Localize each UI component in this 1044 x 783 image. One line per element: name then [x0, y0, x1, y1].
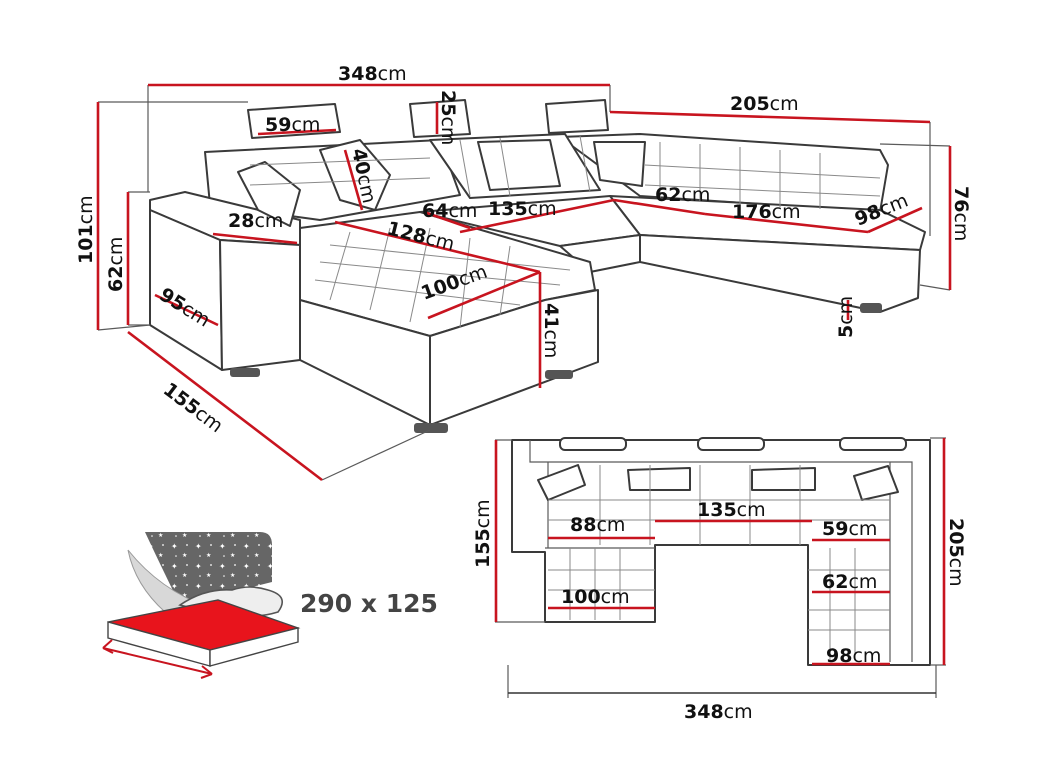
dim-chaise-right-mid: 62cm — [822, 571, 877, 593]
dim-armrest-height: 62cm — [105, 237, 127, 292]
dim-depth-left: 155cm — [472, 499, 494, 568]
dim-total-depth: 155cm — [159, 378, 227, 437]
bed-size-label: 290 x 125 — [300, 589, 438, 618]
dim-seat-d: 176cm — [732, 201, 801, 223]
dim-left-seat: 88cm — [570, 514, 625, 536]
perspective-dimension-labels: 348cm 205cm 59cm 25cm 101cm 62cm 40cm 76… — [75, 63, 972, 437]
bed-function-icon: 290 x 125 — [102, 532, 438, 679]
top-view-dimension-lines — [494, 438, 946, 694]
dim-chaise-left: 100cm — [561, 586, 630, 608]
dim-total-height: 101cm — [75, 195, 97, 264]
dim-depth-right: 205cm — [945, 518, 967, 587]
dim-corner-height: 76cm — [950, 186, 972, 241]
dim-middle-seat: 135cm — [697, 499, 766, 521]
perspective-dimension-lines — [96, 83, 952, 482]
dim-seat-c: 62cm — [655, 184, 710, 206]
dim-seat-a: 64cm — [422, 200, 477, 222]
sofa-perspective-drawing — [97, 85, 951, 481]
dim-top-total-width: 348cm — [684, 701, 753, 723]
dim-headrest-width: 59cm — [265, 114, 320, 136]
dim-total-width: 348cm — [338, 63, 407, 85]
dim-armrest-width: 28cm — [228, 210, 283, 232]
dim-headrest-height: 25cm — [437, 90, 459, 145]
dim-seat-b: 135cm — [488, 198, 557, 220]
dim-right-seat: 59cm — [822, 518, 877, 540]
dim-corner-width: 205cm — [730, 93, 799, 115]
dim-chaise-right: 98cm — [826, 645, 881, 667]
dim-seat-height: 41cm — [540, 303, 562, 358]
top-view-dimension-labels: 135cm 88cm 59cm 100cm 62cm 98cm 155cm 20… — [472, 499, 967, 723]
dim-leg-height: 5cm — [835, 296, 857, 338]
